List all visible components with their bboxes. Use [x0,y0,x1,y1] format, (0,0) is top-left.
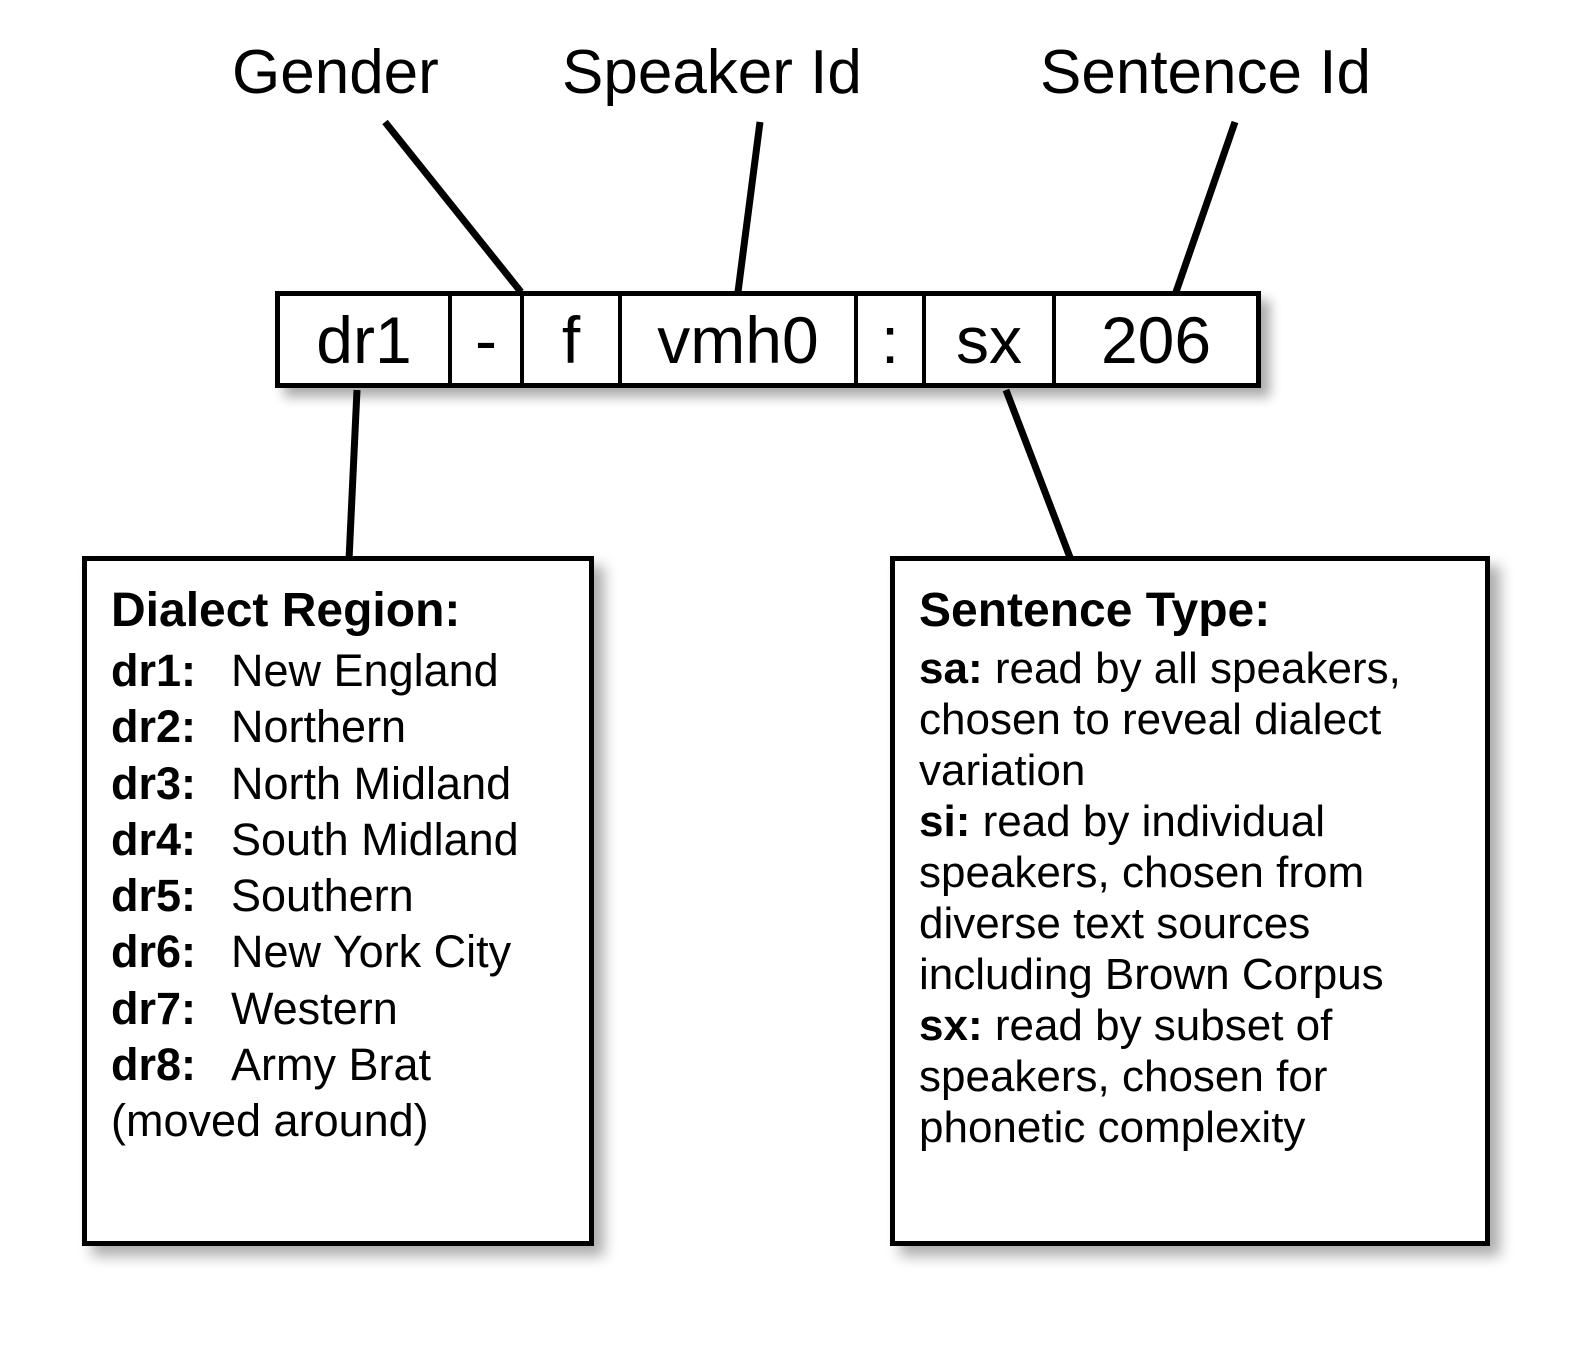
sentence-type-text: read by all speakers, chosen to reveal d… [919,644,1401,796]
dialect-label: Southern [231,870,414,921]
list-item: dr8: Army Brat [111,1037,567,1093]
dialect-label: Northern [231,701,407,753]
sentence-type-text: read by individual speakers, chosen from… [919,797,1384,1000]
caption-sentence-id: Sentence Id [1040,38,1371,107]
list-item: sa: read by all speakers, chosen to reve… [919,643,1463,796]
list-item: dr2: Northern [111,699,567,755]
sentence-type-list: sa: read by all speakers, chosen to reve… [919,643,1463,1153]
sentence-type-box: Sentence Type: sa: read by all speakers,… [890,556,1490,1246]
dialect-label: South Midland [231,813,519,865]
token-cell-dialect-region[interactable]: dr1 [280,296,452,383]
dialect-code: dr2: [111,701,197,753]
list-item: dr4: South Midland [111,812,567,868]
dialect-code: dr6: [111,926,197,978]
leader-line-dialect-box [345,389,361,561]
list-item: dr7: Western [111,981,567,1037]
caption-gender: Gender [232,38,439,107]
sentence-type-title: Sentence Type: [919,584,1271,637]
list-item: dr6: New York City [111,924,567,980]
dialect-label: New England [231,645,499,696]
filename-token-strip: dr1 - f vmh0 : sx 206 [275,291,1261,388]
dialect-label: Western [231,982,398,1034]
dialect-code: dr7: [111,982,197,1034]
dialect-code: dr5: [111,870,197,921]
token-cell-sentence-type[interactable]: sx [926,296,1056,383]
list-item: sx: read by subset of speakers, chosen f… [919,1000,1463,1153]
dialect-code: dr4: [111,813,197,865]
sentence-type-code: sx: [919,1001,983,1051]
dialect-label: New York City [231,926,512,978]
list-item: dr3: North Midland [111,756,567,812]
token-cell-separator-dash: - [452,296,524,383]
token-cell-speaker-id[interactable]: vmh0 [622,296,858,383]
sentence-type-code: si: [919,797,971,847]
dialect-region-note: (moved around) [111,1095,429,1146]
sentence-type-code: sa: [919,644,983,693]
dialect-label: Army Brat [231,1038,432,1090]
leader-line-speaker-id [734,121,764,293]
leader-line-sentence-id [1172,120,1239,294]
list-item: dr5: Southern [111,868,567,924]
list-item: si: read by individual speakers, chosen … [919,796,1463,1000]
dialect-code: dr1: [111,645,197,696]
dialect-region-title: Dialect Region: [111,584,461,637]
leader-line-sentence-box [1002,388,1075,562]
token-cell-separator-colon: : [858,296,926,383]
token-cell-sentence-number[interactable]: 206 [1056,296,1256,383]
leader-line-gender [382,119,524,295]
dialect-code: dr3: [111,757,197,809]
token-cell-gender[interactable]: f [524,296,622,383]
list-item: dr1: New England [111,643,567,699]
dialect-label: North Midland [231,757,512,809]
sentence-type-text: read by subset of speakers, chosen for p… [919,1001,1333,1153]
dialect-region-box: Dialect Region: dr1: New England dr2: Nort… [82,556,594,1246]
dialect-code: dr8: [111,1038,197,1090]
dialect-region-list: dr1: New England dr2: Northern dr3: North M… [111,643,567,1093]
caption-speaker-id: Speaker Id [562,38,862,107]
